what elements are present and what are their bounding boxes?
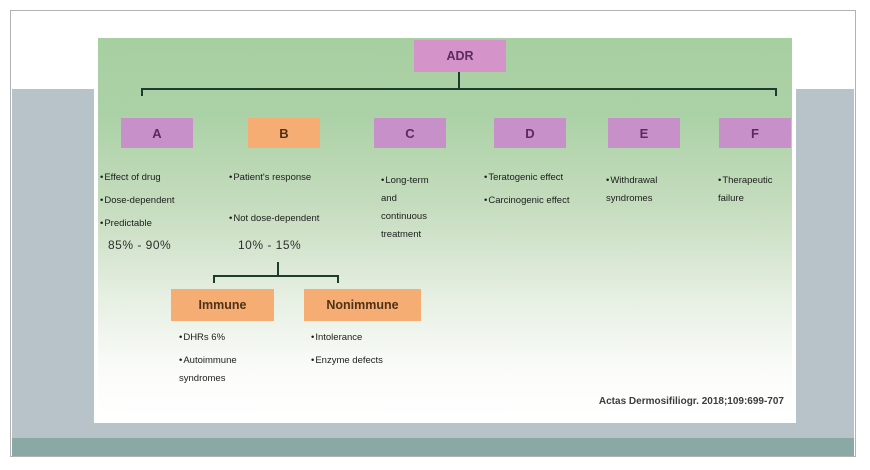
node-category-c: C — [374, 118, 446, 148]
node-nonimmune: Nonimmune — [304, 289, 421, 321]
bullet-list-a: Effect of drug Dose-dependent Predictabl… — [100, 169, 175, 238]
bullet-item: Dose-dependent — [100, 192, 174, 210]
bullet-list-b: Patient's response Not dose-dependent — [229, 169, 319, 233]
bullet-item: Autoimmune syndromes — [179, 352, 264, 388]
citation: Actas Dermosifiliogr. 2018;109:699-707 — [598, 396, 784, 407]
bullet-list-immune: DHRs 6% Autoimmune syndromes — [179, 329, 264, 393]
node-category-f: F — [719, 118, 791, 148]
bullet-item: Withdrawal syndromes — [606, 172, 666, 208]
bullet-list-f: Therapeutic failure — [718, 172, 782, 213]
bullet-item: Carcinogenic effect — [484, 192, 569, 210]
bullet-item: Therapeutic failure — [718, 172, 782, 208]
adr-diagram-panel: ADR A B C D E F Effect of drug Dose-depe… — [98, 38, 792, 419]
node-immune: Immune — [171, 289, 274, 321]
connector-root-stub — [458, 72, 460, 88]
bullet-item: Effect of drug — [100, 169, 175, 187]
connector-subtype-bracket — [213, 275, 339, 283]
footer-bar — [12, 438, 854, 456]
bullet-list-c: Long-term and continuous treatment — [381, 172, 445, 249]
node-category-e: E — [608, 118, 680, 148]
bullet-list-e: Withdrawal syndromes — [606, 172, 666, 213]
bullet-item: Long-term and continuous treatment — [381, 172, 445, 244]
bullet-item: Predictable — [100, 215, 175, 233]
slide: ADR A B C D E F Effect of drug Dose-depe… — [10, 10, 856, 457]
bullet-item: DHRs 6% — [179, 329, 264, 347]
bullet-item: Teratogenic effect — [484, 169, 569, 187]
node-category-b: B — [248, 118, 320, 148]
connector-main-bracket — [141, 88, 777, 96]
node-adr: ADR — [414, 40, 506, 72]
connector-subtype-stub — [277, 262, 279, 275]
note-a-percentage: 85% - 90% — [108, 238, 172, 252]
bullet-item: Intolerance — [311, 329, 383, 347]
node-category-d: D — [494, 118, 566, 148]
bullet-item: Patient's response — [229, 169, 319, 187]
bullet-item: Not dose-dependent — [229, 210, 319, 228]
bullet-item: Enzyme defects — [311, 352, 383, 370]
note-b-percentage: 10% - 15% — [238, 238, 302, 252]
bullet-list-d: Teratogenic effect Carcinogenic effect — [484, 169, 569, 215]
node-category-a: A — [121, 118, 193, 148]
bullet-list-nonimmune: Intolerance Enzyme defects — [311, 329, 383, 375]
